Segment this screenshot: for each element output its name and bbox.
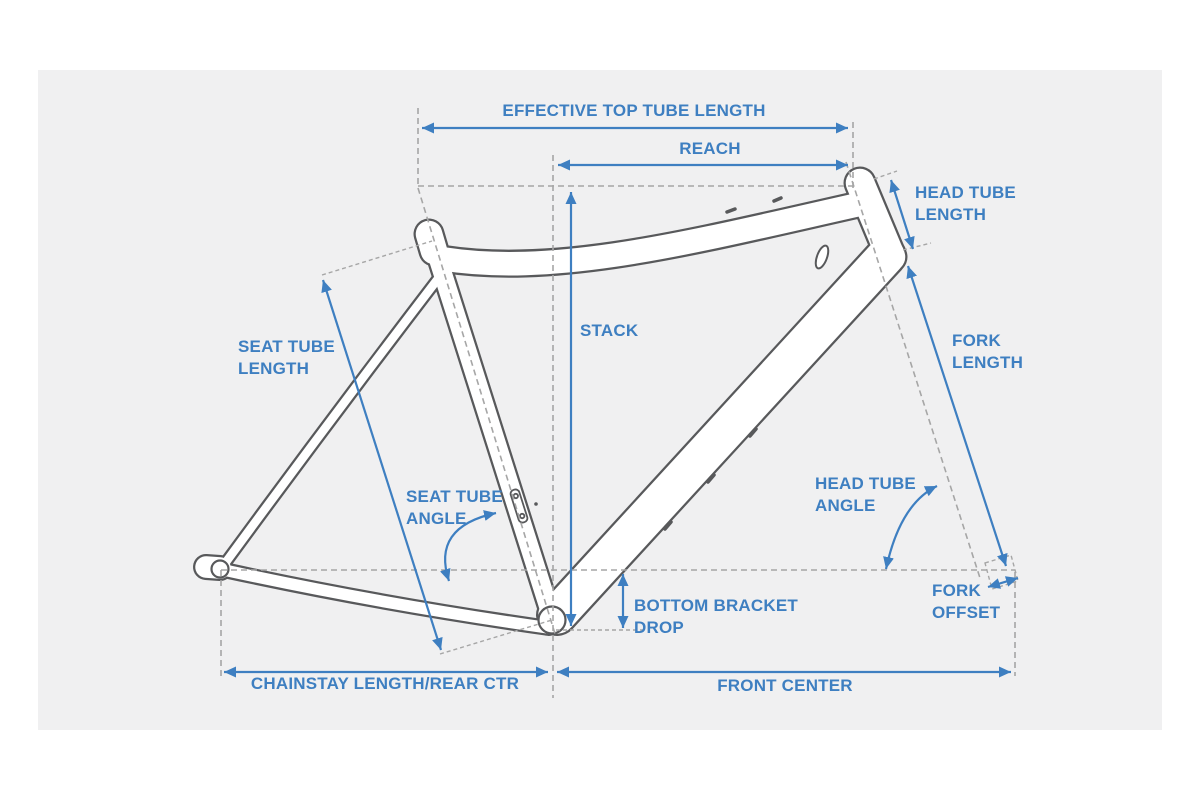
label-fork-offset: FORK OFFSET xyxy=(932,581,1001,622)
label-seat-tube-angle: SEAT TUBE ANGLE xyxy=(406,487,503,528)
head-tube-length-arrow xyxy=(889,179,915,250)
label-stack: STACK xyxy=(580,321,639,340)
construction-guides xyxy=(220,108,1019,698)
seat-tube-angle-arc xyxy=(439,510,497,582)
headtube-top-extension xyxy=(873,170,898,180)
seat-length-top-connector xyxy=(321,240,433,276)
label-effective-top-tube-length: EFFECTIVE TOP TUBE LENGTH xyxy=(502,101,766,120)
fork-offset-arrow xyxy=(987,576,1019,589)
seat-length-bottom-connector xyxy=(439,619,553,655)
label-seat-tube-length: SEAT TUBE LENGTH xyxy=(238,337,335,378)
rear-axle xyxy=(210,559,230,579)
cable-guides xyxy=(663,196,783,531)
seat-tube-length-arrow xyxy=(321,279,443,651)
label-head-tube-angle: HEAD TUBE ANGLE xyxy=(815,474,916,515)
headtube-junction-vent xyxy=(814,244,830,270)
bottom-bracket-shell xyxy=(537,605,567,635)
frame-outline xyxy=(193,166,908,636)
label-bottom-bracket-drop: BOTTOM BRACKET DROP xyxy=(634,596,798,637)
label-front-center: FRONT CENTER xyxy=(717,676,853,695)
headtube-bottom-extension xyxy=(902,242,932,251)
label-chainstay-length: CHAINSTAY LENGTH/REAR CTR xyxy=(250,674,520,693)
fork-length-arrow xyxy=(906,265,1008,567)
frame-details xyxy=(210,196,830,635)
label-reach: REACH xyxy=(679,139,741,158)
cable-port-dot xyxy=(534,502,538,506)
measurement-arrows xyxy=(224,122,1019,678)
head-tube-angle-arc xyxy=(883,485,938,570)
bottle-mount xyxy=(509,488,529,524)
label-head-tube-length: HEAD TUBE LENGTH xyxy=(915,183,1016,224)
seat-tube-axis xyxy=(417,187,557,638)
label-fork-length: FORK LENGTH xyxy=(952,331,1024,372)
